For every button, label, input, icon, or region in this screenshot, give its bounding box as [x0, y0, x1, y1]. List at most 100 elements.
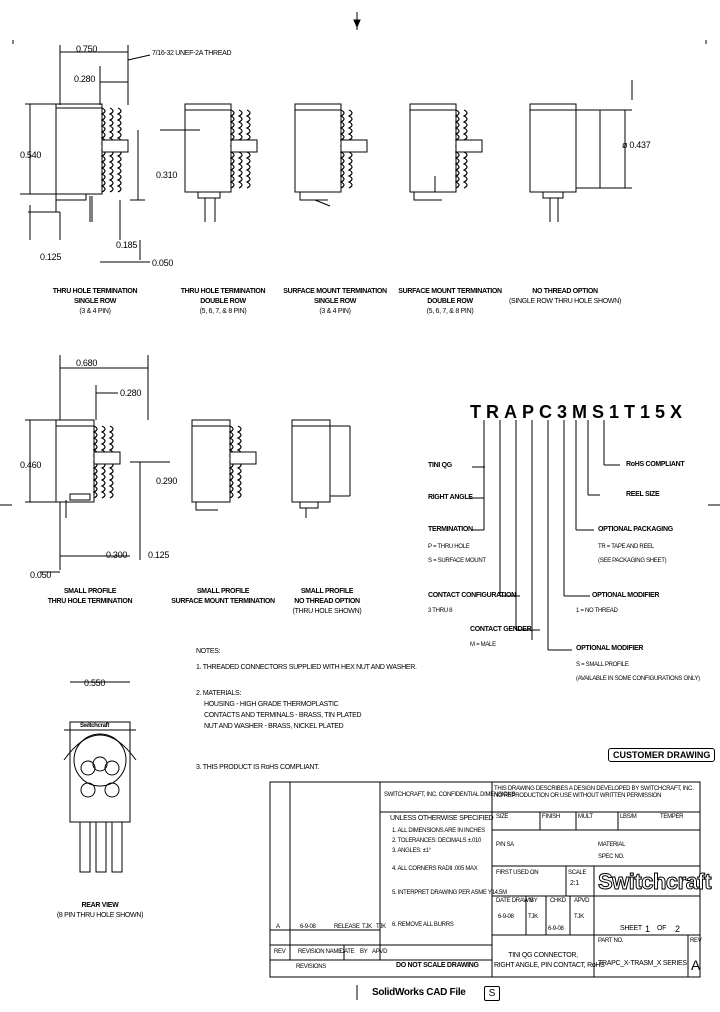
dim-0437: ø 0.437	[622, 140, 651, 150]
dim-0540: 0.540	[20, 150, 42, 160]
part-code: TRAPC3MS1T15X	[470, 402, 688, 422]
dim-0280: 0.280	[74, 74, 96, 84]
label-opt-modifier-1: OPTIONAL MODIFIER	[592, 592, 660, 599]
chkd-by: TJK	[574, 914, 584, 920]
view-pins: (3 & 4 PIN)	[79, 308, 111, 315]
do-not-scale: DO NOT SCALE DRAWING	[396, 962, 479, 969]
label-opt-packaging: OPTIONAL PACKAGING	[598, 526, 673, 533]
note-line: NUT AND WASHER - BRASS, NICKEL PLATED	[204, 723, 344, 730]
termination-opt-1: P = THRU HOLE	[428, 544, 470, 550]
view-pins: (THRU HOLE SHOWN)	[292, 608, 362, 615]
view-subtitle: (SINGLE ROW THRU HOLE SHOWN)	[508, 298, 622, 305]
note-line: CONTACTS AND TERMINALS - BRASS, TIN PLAT…	[204, 712, 362, 719]
modifier-2-opt-1: S = SMALL PROFILE	[576, 662, 629, 668]
view-subtitle: SINGLE ROW	[73, 298, 117, 305]
material-label: MATERIAL	[598, 842, 626, 848]
rev-value: A	[691, 957, 701, 973]
date-label: DATE DRAWN	[496, 898, 533, 904]
label-contact-gender: CONTACT GENDER	[470, 626, 532, 633]
sheet-label: SHEET	[620, 925, 642, 932]
rev-hdr: BY	[360, 949, 368, 955]
view-title: SMALL PROFILE	[63, 588, 117, 595]
by-label: BY	[530, 898, 538, 904]
tolerance-line: 5. INTERPRET DRAWING PER ASME Y14.5M	[392, 890, 507, 896]
label-contact-config: CONTACT CONFIGURATION	[428, 592, 516, 599]
dim-0300: 0.300	[106, 550, 128, 560]
part-no-label: PART NO.	[598, 938, 624, 944]
drawn-by: TJK	[528, 914, 538, 920]
rev-row-by: TJK	[362, 924, 372, 930]
note-line: 2. MATERIALS:	[196, 690, 241, 697]
dim-0290: 0.290	[156, 476, 178, 486]
solidworks-icon[interactable]: S	[484, 986, 500, 1001]
company-line: SWITCHCRAFT, INC. CONFIDENTIAL DIMENSION…	[384, 792, 516, 798]
temper-label: TEMPER	[660, 814, 684, 820]
dim-0125: 0.125	[40, 252, 62, 262]
notes-heading: NOTES:	[196, 648, 221, 655]
view-title: THRU HOLE TERMINATION	[52, 288, 138, 295]
tolerance-line: 4. ALL CORNERS RADII .005 MAX	[392, 866, 478, 872]
apvd-label: APVD	[574, 898, 590, 904]
rev-hdr: REV	[274, 949, 286, 955]
view-subtitle: DOUBLE ROW	[427, 298, 473, 305]
view-title: SMALL PROFILE	[196, 588, 250, 595]
date-chkd: 6-9-08	[548, 926, 564, 932]
dim-0280: 0.280	[120, 388, 142, 398]
note-line: 1. THREADED CONNECTORS SUPPLIED WITH HEX…	[196, 664, 417, 671]
part-title-1: TINI QG CONNECTOR,	[508, 952, 578, 959]
sheet-total: 2	[675, 924, 680, 934]
dim-0050: 0.050	[30, 570, 52, 580]
rear-dim: 0.550	[84, 678, 106, 688]
switchcraft-logo: Switchcraft	[597, 869, 712, 894]
label-reel-size: REEL SIZE	[626, 491, 660, 498]
part-title-2: RIGHT ANGLE, PIN CONTACT, RoHS	[494, 962, 605, 969]
rev-hdr: DATE	[340, 949, 355, 955]
view-title: NO THREAD OPTION	[532, 288, 598, 295]
view-subtitle: SINGLE ROW	[313, 298, 357, 305]
tolerance-header: UNLESS OTHERWISE SPECIFIED	[390, 815, 494, 822]
label-opt-modifier-2: OPTIONAL MODIFIER	[576, 645, 644, 652]
view-title: SURFACE MOUNT TERMINATION	[283, 288, 387, 295]
rear-view-subtitle: (8 PIN THRU HOLE SHOWN)	[56, 912, 144, 919]
modifier-2-opt-2: (AVAILABLE IN SOME CONFIGURATIONS ONLY)	[576, 676, 700, 682]
termination-opt-2: S = SURFACE MOUNT	[428, 558, 486, 564]
proprietary-notice: THIS DRAWING DESCRIBES A DESIGN DEVELOPE…	[494, 786, 694, 799]
sheet-num: 1	[645, 924, 650, 934]
note-line: 3. THIS PRODUCT IS RoHS COMPLIANT.	[196, 764, 319, 771]
thread-callout: 7/16-32 UNEF-2A THREAD	[152, 50, 232, 57]
finish-label: FINISH	[542, 814, 560, 820]
label-termination: TERMINATION	[428, 526, 473, 533]
first-used-label: FIRST USED ON	[496, 870, 539, 876]
pn-label: P/N SA	[496, 842, 514, 848]
note-line: HOUSING - HIGH GRADE THERMOPLASTIC	[204, 701, 339, 708]
modifier-1-opt: 1 = NO THREAD	[576, 608, 618, 614]
dim-0460: 0.460	[20, 460, 42, 470]
revisions-label: REVISIONS	[296, 964, 326, 970]
rev-label: REV	[690, 938, 702, 944]
view-pins: (3 & 4 PIN)	[319, 308, 351, 315]
view-title: SMALL PROFILE	[300, 588, 354, 595]
chkd-label: CHKD	[550, 898, 566, 904]
contact-gender-opt: M = MALE	[470, 642, 496, 648]
dim-0310: 0.310	[156, 170, 178, 180]
packaging-opt-1: TR = TAPE AND REEL	[598, 544, 654, 550]
dim-0185: 0.185	[116, 240, 138, 250]
tolerance-line: 3. ANGLES: ±1°	[392, 848, 431, 854]
view-subtitle: NO THREAD OPTION	[294, 598, 360, 605]
dim-0050: 0.050	[152, 258, 174, 268]
view-subtitle: DOUBLE ROW	[200, 298, 246, 305]
label-rohs: RoHS COMPLIANT	[626, 461, 685, 468]
view-subtitle: SURFACE MOUNT TERMINATION	[171, 598, 275, 605]
label-right-angle: RIGHT ANGLE	[428, 494, 473, 501]
dim-0125: 0.125	[148, 550, 170, 560]
rear-view-title: REAR VIEW	[81, 902, 119, 909]
view-title: THRU HOLE TERMINATION	[180, 288, 266, 295]
dim-0750: 0.750	[76, 44, 98, 54]
tolerance-line: 2. TOLERANCES: DECIMALS ±.010	[392, 838, 482, 844]
rev-row-name: RELEASE	[334, 924, 360, 930]
packaging-opt-2: (SEE PACKAGING SHEET)	[598, 558, 667, 564]
cad-file-label[interactable]: SolidWorks CAD File	[372, 987, 466, 998]
view-subtitle: THRU HOLE TERMINATION	[47, 598, 133, 605]
lbs-label: LBS/M	[620, 814, 637, 820]
